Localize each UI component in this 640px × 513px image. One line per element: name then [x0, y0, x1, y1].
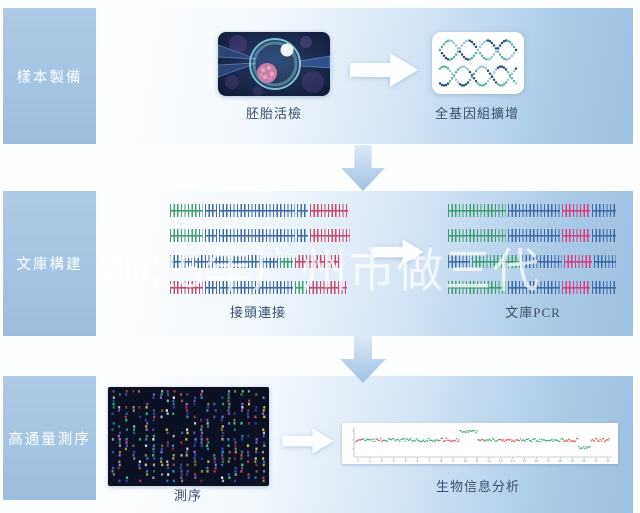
embryo-biopsy-image: [218, 32, 330, 96]
svg-text:7: 7: [429, 459, 431, 463]
dna-fragment-row: [170, 204, 348, 217]
dna-fragment-row: [170, 229, 350, 242]
step-label-bioinformatics-analysis: 生物信息分析: [435, 479, 521, 494]
step-label-adapter-ligation: 接頭連接: [229, 305, 287, 320]
svg-text:5: 5: [405, 459, 407, 463]
step-label-embryo-biopsy: 胚胎活檢: [245, 106, 303, 121]
svg-text:18: 18: [559, 459, 563, 463]
arrow-down-icon: [340, 145, 386, 191]
step-label-whole-genome-amplification: 全基因組擴增: [434, 106, 520, 121]
svg-text:16: 16: [535, 459, 539, 463]
svg-text:21: 21: [594, 459, 598, 463]
sidebar-label-library-construction: 文庫構建: [16, 257, 83, 273]
svg-text:3: 3: [381, 459, 383, 463]
svg-text:1: 1: [357, 459, 359, 463]
arrow-right-icon: [350, 53, 418, 87]
dna-fragment-row: [170, 255, 341, 268]
arrow-right-icon: [282, 428, 334, 454]
step-label-sequencing: 測序: [173, 488, 203, 503]
svg-text:17: 17: [547, 459, 551, 463]
svg-text:11: 11: [475, 459, 479, 463]
wga-dna-image: [432, 32, 524, 94]
svg-text:9: 9: [452, 459, 454, 463]
arrow-right-icon: [372, 239, 424, 265]
band-library-construction: 接頭連接 文庫PCR: [101, 191, 633, 336]
svg-text:4: 4: [393, 459, 395, 463]
sidebar-sample-prep: 樣本製備: [3, 8, 96, 144]
svg-text:13: 13: [499, 459, 503, 463]
arrow-down-icon: [340, 335, 386, 383]
dna-fragment-row: [170, 281, 347, 294]
svg-text:12: 12: [487, 459, 491, 463]
svg-text:20: 20: [582, 459, 586, 463]
dna-fragment-row: [448, 229, 616, 242]
flowcell-sequencing-image: [108, 387, 269, 486]
svg-text:10: 10: [463, 459, 467, 463]
svg-text:2: 2: [369, 459, 371, 463]
watermark-text: 2025年广州市做三代: [96, 244, 541, 297]
dna-fragment-row: [448, 204, 616, 217]
svg-text:15: 15: [523, 459, 527, 463]
svg-text:19: 19: [570, 459, 574, 463]
svg-text:22: 22: [606, 459, 610, 463]
flowcell-dots-illustration: [108, 387, 269, 486]
embryo-biopsy-illustration: [218, 32, 330, 96]
sidebar-label-sample-prep: 樣本製備: [16, 69, 83, 86]
sidebar-sequencing: 高通量測序: [3, 376, 96, 500]
dna-fragment-row: [448, 281, 616, 294]
dna-helix-illustration: [438, 39, 518, 87]
sidebar-label-sequencing: 高通量測序: [8, 431, 91, 448]
step-label-library-pcr: 文庫PCR: [505, 305, 561, 320]
svg-text:6: 6: [417, 459, 419, 463]
svg-text:14: 14: [511, 459, 515, 463]
dna-fragment-row: [448, 255, 616, 268]
band-sample-prep: 胚胎活檢 全基因組擴增: [101, 8, 633, 144]
sidebar-library-construction: 文庫構建: [3, 191, 96, 336]
svg-text:8: 8: [440, 459, 442, 463]
